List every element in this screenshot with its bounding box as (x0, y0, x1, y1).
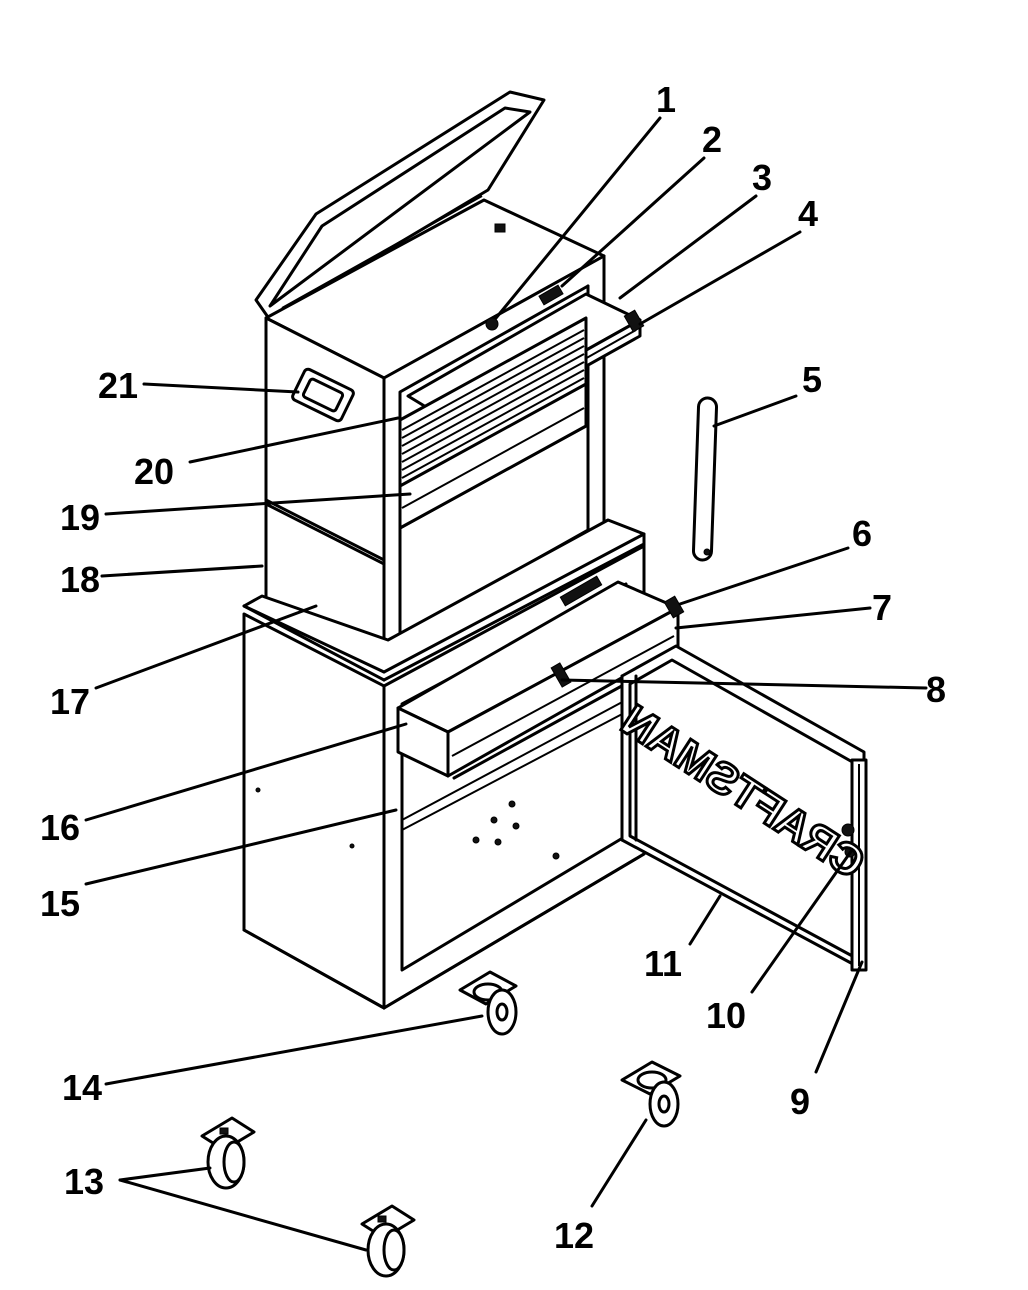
callout-20: 20 (134, 451, 174, 492)
lower-cabinet (242, 544, 685, 1010)
callout-3: 3 (752, 157, 772, 198)
callout-16: 16 (40, 807, 80, 848)
callout-1: 1 (656, 79, 676, 120)
cabinet-door: CRAFTSMAN (611, 644, 875, 972)
caster-14 (458, 970, 518, 1036)
caster-13b (360, 1204, 416, 1278)
callout-10: 10 (706, 995, 746, 1036)
callout-4: 4 (798, 193, 818, 234)
callout-11: 11 (644, 943, 682, 984)
callout-8: 8 (926, 669, 946, 710)
callout-7: 7 (872, 587, 892, 628)
callout-numbers: 1 2 3 4 5 6 7 8 9 10 11 12 13 14 15 16 1… (40, 79, 946, 1256)
caster-12 (620, 1060, 682, 1128)
callout-12: 12 (554, 1215, 594, 1256)
callout-18: 18 (60, 559, 100, 600)
caster-13a (200, 1116, 256, 1190)
leader-lines (84, 116, 928, 1252)
callout-6: 6 (852, 513, 872, 554)
callout-9: 9 (790, 1081, 810, 1122)
callout-17: 17 (50, 681, 90, 722)
callout-13: 13 (64, 1161, 104, 1202)
callout-2: 2 (702, 119, 722, 160)
middle-tray (242, 518, 646, 682)
callout-5: 5 (802, 359, 822, 400)
callout-21: 21 (98, 365, 138, 406)
handle-bar (691, 396, 719, 562)
callout-15: 15 (40, 883, 80, 924)
callout-19: 19 (60, 497, 100, 538)
callout-14: 14 (62, 1067, 102, 1108)
